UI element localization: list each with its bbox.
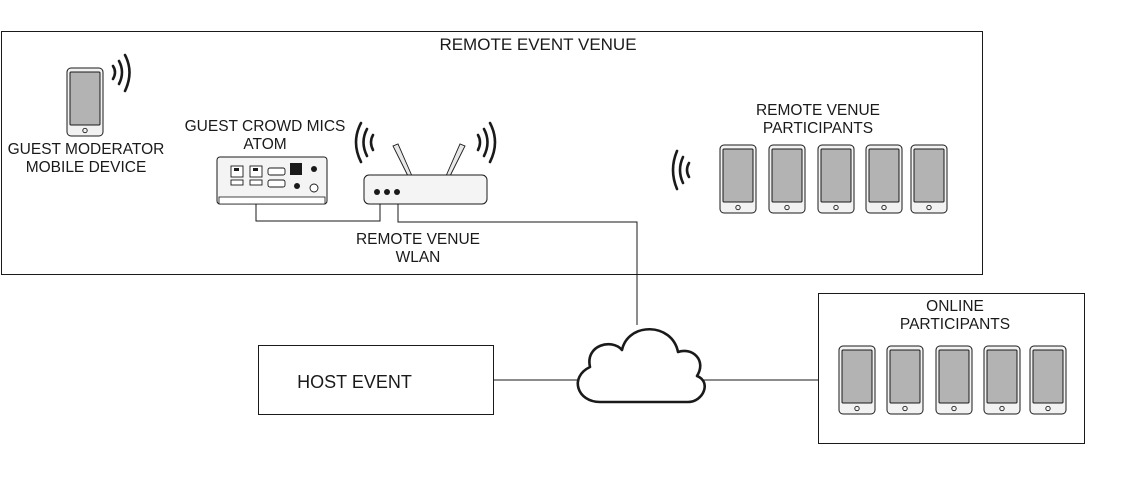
participants-wireless-signal-icon [671, 149, 691, 191]
guest-moderator-label: GUEST MODERATOR MOBILE DEVICE [7, 141, 165, 176]
wlan-label: REMOTE VENUE WLAN [355, 231, 480, 266]
online-participant-phone-icon [886, 345, 924, 415]
atom-label: GUEST CROWD MICS ATOM [184, 118, 346, 153]
atom-device-icon [216, 156, 328, 205]
remote-venue-title: REMOTE EVENT VENUE [439, 35, 637, 54]
moderator-wireless-signal-icon [111, 53, 131, 93]
remote-participant-phone-icon [865, 144, 903, 214]
cloud-icon [576, 328, 706, 404]
online-participants-label: ONLINE PARTICIPANTS [899, 298, 1011, 333]
host-event-box [258, 345, 494, 415]
online-participant-phone-icon [1029, 345, 1067, 415]
online-participant-phone-icon [838, 345, 876, 415]
online-participant-phone-icon [935, 345, 973, 415]
remote-participants-label: REMOTE VENUE PARTICIPANTS [755, 102, 880, 137]
online-participant-phone-icon [983, 345, 1021, 415]
remote-participant-phone-icon [768, 144, 806, 214]
router-wireless-signal-icon [354, 121, 497, 164]
connection-lines [255, 201, 819, 381]
wifi-router-icon [363, 143, 488, 205]
remote-participant-phone-icon [910, 144, 948, 214]
guest-moderator-phone-icon [66, 67, 104, 137]
router-to-cloud-line [397, 201, 638, 325]
remote-venue-box [1, 31, 983, 275]
remote-participant-phone-icon [817, 144, 855, 214]
atom-to-router-line [255, 201, 381, 222]
host-event-label: HOST EVENT [297, 372, 412, 392]
remote-participant-phone-icon [719, 144, 757, 214]
online-participants-box [818, 293, 1085, 444]
